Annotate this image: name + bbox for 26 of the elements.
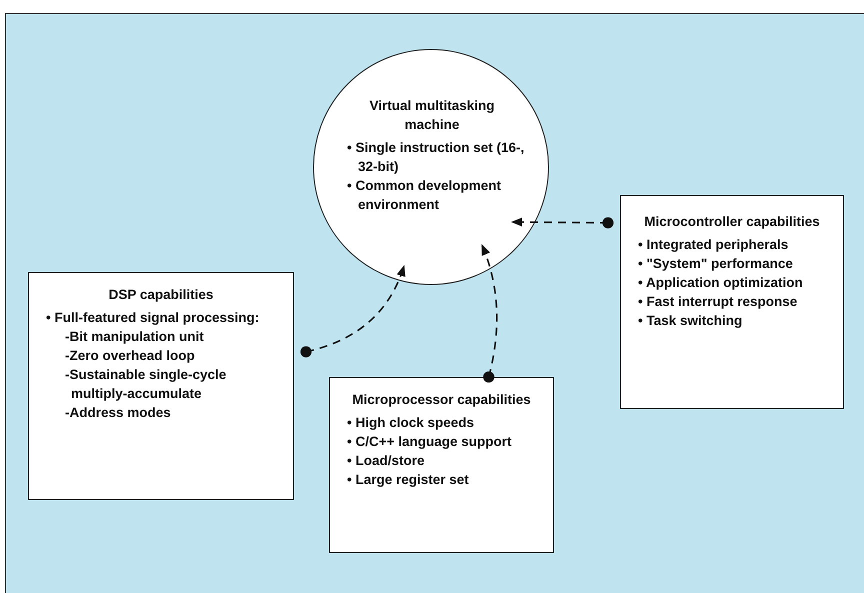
capability-box [28,272,294,500]
bullet-item-text: • "System" performance [637,255,794,273]
bullet-item-text: • High clock speeds [346,414,476,432]
node-title: DSP capabilities [108,286,214,304]
bullet-item-text: • Common development environment [346,177,502,214]
sub-item-text: -Zero overhead loop [64,347,196,365]
bullet-item-text: • Integrated peripherals [637,236,790,254]
sub-item-text: -Bit manipulation unit [64,328,205,346]
node-title: Microprocessor capabilities [351,391,532,409]
dashed-arrow [510,217,614,228]
bullet-item-text: • Fast interrupt response [637,293,798,311]
bullet-item-text: • Application optimization [637,274,804,292]
capability-box [329,377,554,553]
bullet-item-text: • Full-featured signal processing: [45,309,260,327]
node-title: Microcontroller capabilities [643,213,821,231]
dashed-arrow [300,264,405,358]
sub-item-text: -Sustainable single-cycle multiply-accumulate [64,366,228,403]
bullet-item-text: • C/C++ language support [346,433,512,451]
bullet-item-text: • Task switching [637,312,744,330]
sub-item-text: -Address modes [64,404,172,422]
node-title: Virtual multitasking machine [368,97,496,134]
bullet-item-text: • Load/store [346,452,426,470]
bullet-item-text: • Single instruction set (16-, 32-bit) [346,139,526,176]
dashed-arrow [481,244,498,383]
capability-box [620,195,844,409]
bullet-item-text: • Large register set [346,471,470,489]
